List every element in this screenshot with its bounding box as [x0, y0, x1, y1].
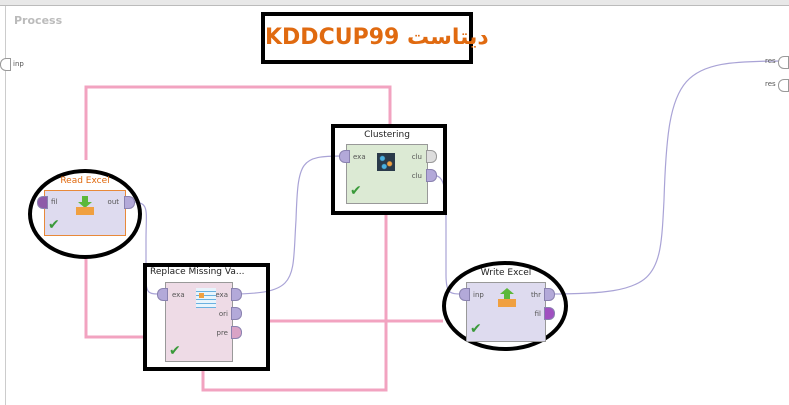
clustering-clu-port-1[interactable]	[426, 150, 437, 163]
highlight-ring-write-excel	[442, 261, 568, 351]
port-label-fil: fil	[534, 310, 541, 318]
port-label-exa: exa	[172, 291, 185, 299]
write-excel-title: Write Excel	[480, 268, 532, 278]
write-excel-thr-port[interactable]	[544, 288, 555, 301]
operator-clustering[interactable]: exa clu clu ✔	[346, 144, 428, 204]
port-label-ori: ori	[218, 310, 228, 318]
port-label-exa-out: exa	[215, 291, 228, 299]
wire-read-to-replace	[131, 201, 161, 295]
pink-wire-bottom	[201, 214, 388, 392]
port-label-inp: inp	[473, 291, 484, 299]
excel-import-icon	[74, 195, 96, 217]
table-replace-icon	[196, 288, 216, 308]
annotation-title: KDDCUP99 دیتاست	[265, 25, 489, 50]
process-input-port[interactable]	[0, 58, 11, 71]
port-label-clu-2: clu	[411, 172, 422, 180]
port-label-thr: thr	[530, 291, 541, 299]
replace-missing-exa-port[interactable]	[231, 288, 242, 301]
result-port-1[interactable]	[778, 56, 789, 69]
replace-missing-input-port[interactable]	[157, 288, 168, 301]
operator-write-excel[interactable]: inp thr fil ✔	[466, 282, 546, 342]
process-label: Process	[14, 14, 63, 27]
replace-missing-pre-port[interactable]	[231, 326, 242, 339]
clustering-icon	[377, 153, 395, 171]
wire-replace-to-clustering	[229, 155, 344, 295]
result-port-2[interactable]	[778, 79, 789, 92]
write-excel-fil-port[interactable]	[544, 307, 555, 320]
toolbar-strip	[0, 0, 789, 6]
write-excel-input-port[interactable]	[459, 288, 470, 301]
clustering-title: Clustering	[364, 130, 410, 140]
pink-wire-top	[84, 85, 392, 160]
check-icon: ✔	[470, 321, 482, 337]
port-label-clu-1: clu	[411, 153, 422, 161]
annotation-box[interactable]: KDDCUP99 دیتاست	[261, 12, 489, 64]
process-input-label: inp	[13, 60, 24, 68]
port-label-out: out	[107, 198, 119, 206]
read-excel-input-port[interactable]	[37, 196, 48, 209]
canvas-border	[5, 6, 6, 405]
result-port-2-label: res	[765, 80, 776, 88]
clustering-input-port[interactable]	[339, 150, 350, 163]
read-excel-output-port[interactable]	[124, 196, 135, 209]
wire-write-to-result	[549, 60, 784, 295]
excel-export-icon	[496, 287, 518, 309]
operator-replace-missing[interactable]: exa exa ori pre ✔	[165, 282, 233, 362]
operator-read-excel[interactable]: fil out ✔	[44, 190, 126, 236]
port-label-fil: fil	[51, 198, 58, 206]
highlight-box-replace-missing	[143, 263, 270, 371]
port-label-exa: exa	[353, 153, 366, 161]
replace-missing-ori-port[interactable]	[231, 307, 242, 320]
read-excel-title: Read Excel	[60, 176, 110, 186]
pink-wire-left	[84, 258, 145, 339]
clustering-clu-port-2[interactable]	[426, 169, 437, 182]
highlight-box-clustering	[331, 124, 447, 215]
replace-missing-title: Replace Missing Va...	[150, 267, 245, 277]
result-port-1-label: res	[765, 57, 776, 65]
check-icon: ✔	[350, 183, 362, 199]
port-label-pre: pre	[216, 329, 228, 337]
highlight-ring-read-excel	[28, 169, 142, 259]
check-icon: ✔	[48, 217, 60, 233]
check-icon: ✔	[169, 343, 181, 359]
